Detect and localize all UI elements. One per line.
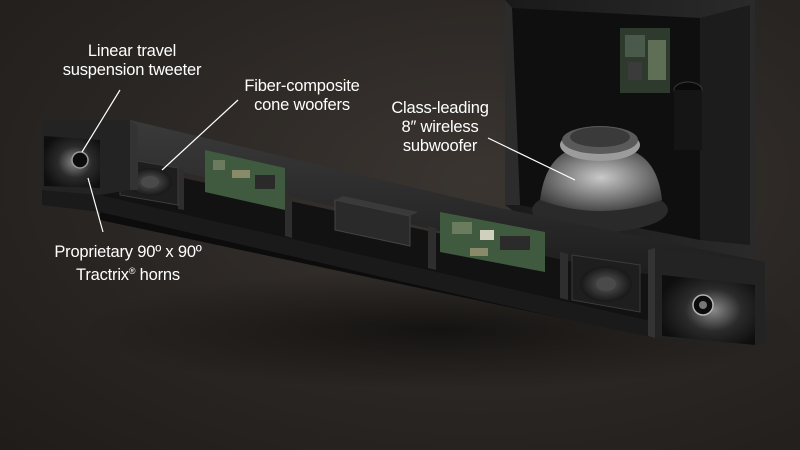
callout-line: cone woofers	[254, 96, 350, 114]
internal-dividers	[178, 168, 568, 300]
subwoofer-cabinet	[505, 0, 755, 262]
callout-horns: Proprietary 90º x 90º Tractrix® horns	[38, 243, 218, 285]
callout-line-rest: horns	[135, 266, 180, 284]
registered-mark: ®	[128, 266, 136, 276]
callout-line: subwoofer	[402, 137, 478, 155]
leader-lines	[81, 89, 576, 233]
circuit-board-icon	[205, 150, 545, 272]
callout-line: Fiber-composite	[244, 77, 360, 95]
callout-woofers: Fiber-composite cone woofers	[232, 77, 372, 115]
callout-line: 8″ wireless	[401, 118, 479, 136]
callout-line: Class-leading	[391, 99, 489, 117]
callout-subwoofer: Class-leading 8″ wireless subwoofer	[380, 99, 500, 156]
callout-line-main: Tractrix	[76, 266, 129, 284]
woofer-driver-icon	[571, 254, 641, 313]
callout-line: Tractrix® horns	[38, 262, 218, 285]
callout-line: Linear travel	[87, 42, 177, 60]
callout-line: suspension tweeter	[62, 61, 202, 79]
callout-tweeter: Linear travel suspension tweeter	[52, 42, 212, 80]
tweeter-horn-icon	[648, 248, 765, 345]
callout-line: Proprietary 90º x 90º	[54, 243, 202, 261]
tweeter-horn-icon	[42, 120, 138, 195]
